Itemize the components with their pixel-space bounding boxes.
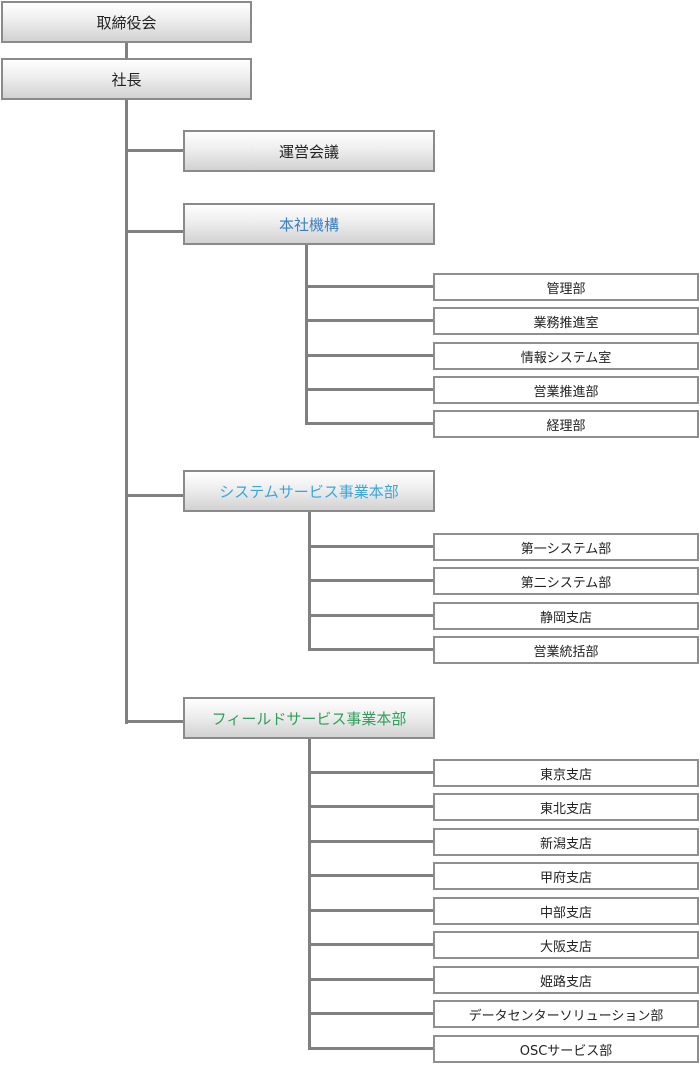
connector-president-trunk	[125, 99, 128, 724]
system-division-box: システムサービス事業本部	[183, 470, 435, 512]
field-dept-box: 東北支店	[433, 793, 699, 821]
meeting-box: 運営会議	[183, 130, 435, 172]
field-dept-box: 姫路支店	[433, 966, 699, 994]
connector-hq-dept	[305, 285, 434, 288]
headquarters-box: 本社機構	[183, 203, 435, 245]
connector-field-dept	[308, 805, 434, 808]
connector-meeting	[125, 149, 184, 152]
connector-headquarters	[125, 230, 184, 233]
connector-field-dept	[308, 909, 434, 912]
connector-headquarters-trunk	[305, 244, 308, 424]
system-dept-box: 静岡支店	[433, 602, 699, 630]
connector-system-dept	[308, 545, 434, 548]
connector-field-dept	[308, 840, 434, 843]
field-dept-box: 中部支店	[433, 897, 699, 925]
connector-field-dept	[308, 1047, 434, 1050]
connector-field-div	[125, 720, 184, 723]
field-dept-box: 新潟支店	[433, 828, 699, 856]
field-dept-box: OSCサービス部	[433, 1035, 699, 1063]
hq-dept-box: 業務推進室	[433, 307, 699, 335]
system-dept-box: 第二システム部	[433, 567, 699, 595]
connector-field-dept	[308, 874, 434, 877]
hq-dept-box: 営業推進部	[433, 376, 699, 404]
field-dept-box: データセンターソリューション部	[433, 1000, 699, 1028]
connector-system-dept	[308, 614, 434, 617]
connector-system-div	[125, 494, 184, 497]
hq-dept-box: 管理部	[433, 273, 699, 301]
connector-board-president	[125, 42, 128, 58]
connector-field-dept	[308, 978, 434, 981]
field-dept-box: 甲府支店	[433, 862, 699, 890]
connector-system-dept	[308, 648, 434, 651]
president-box: 社長	[1, 58, 252, 100]
connector-hq-dept	[305, 388, 434, 391]
hq-dept-box: 情報システム室	[433, 342, 699, 370]
field-dept-box: 東京支店	[433, 759, 699, 787]
connector-field-dept	[308, 771, 434, 774]
board-box: 取締役会	[1, 1, 252, 43]
system-dept-box: 営業統括部	[433, 636, 699, 664]
connector-hq-dept	[305, 319, 434, 322]
field-division-box: フィールドサービス事業本部	[183, 697, 435, 739]
system-dept-box: 第一システム部	[433, 533, 699, 561]
hq-dept-box: 経理部	[433, 410, 699, 438]
connector-field-dept	[308, 1012, 434, 1015]
connector-system-dept	[308, 579, 434, 582]
field-dept-box: 大阪支店	[433, 931, 699, 959]
connector-hq-dept	[305, 422, 434, 425]
connector-hq-dept	[305, 354, 434, 357]
connector-field-trunk	[308, 738, 311, 1050]
connector-field-dept	[308, 943, 434, 946]
